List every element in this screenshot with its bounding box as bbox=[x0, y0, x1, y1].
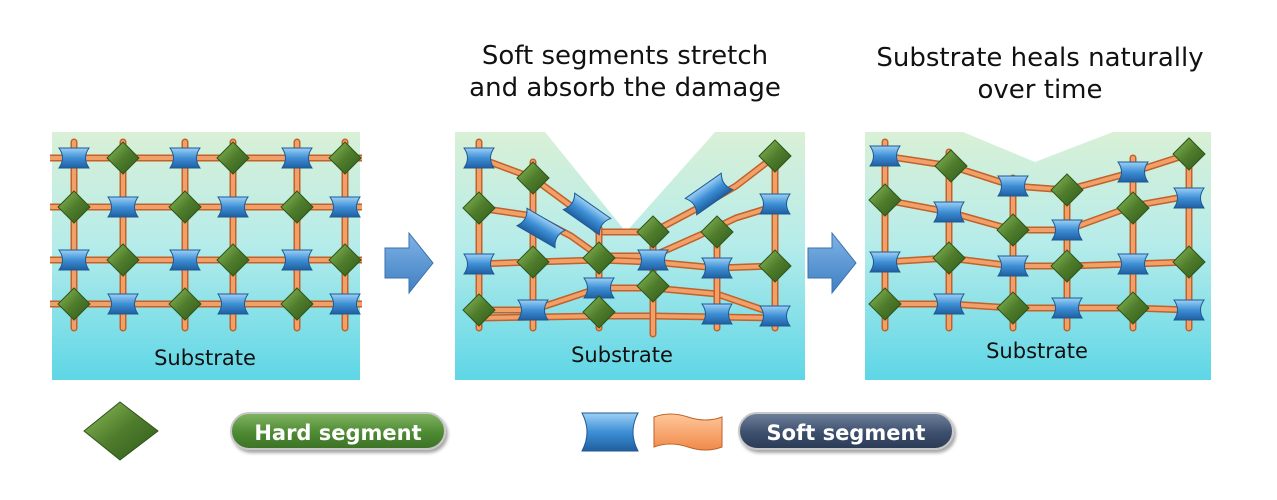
soft-segment-block bbox=[281, 147, 313, 169]
soft-segment-block bbox=[463, 147, 495, 169]
hard-segment-diamond bbox=[168, 287, 202, 321]
hard-segment-diamond bbox=[168, 190, 202, 224]
soft-segment-block bbox=[169, 147, 201, 169]
soft-segment-block bbox=[933, 201, 965, 223]
caption-heal-line-1: Substrate heals naturally bbox=[876, 43, 1204, 73]
hard-segment-diamond bbox=[636, 269, 670, 303]
soft-segment-label: Soft segment bbox=[738, 412, 954, 450]
panel-healed bbox=[865, 132, 1211, 380]
hard-segment-diamond bbox=[280, 287, 314, 321]
hard-segment-diamond bbox=[1172, 137, 1206, 171]
hard-segment-diamond bbox=[700, 215, 734, 249]
soft-segment-block bbox=[684, 172, 734, 216]
soft-segment-block bbox=[58, 249, 90, 271]
soft-segment-block bbox=[583, 277, 615, 299]
hard-segment-diamond bbox=[83, 401, 159, 461]
hard-segment-diamond bbox=[216, 141, 250, 175]
soft-segment-block bbox=[58, 147, 90, 169]
arrow-right-icon bbox=[384, 231, 434, 295]
soft-segment-block bbox=[701, 303, 733, 325]
caption-stretch-line-2: and absorb the damage bbox=[469, 73, 781, 103]
hard-segment-diamond bbox=[1050, 249, 1084, 283]
hard-segment-diamond bbox=[868, 183, 902, 217]
soft-segment-block bbox=[701, 257, 733, 279]
soft-segment-block bbox=[1173, 187, 1205, 209]
hard-segment-diamond bbox=[216, 243, 250, 277]
caption-stretch: Soft segments stretch and absorb the dam… bbox=[440, 40, 810, 104]
hard-segment-diamond bbox=[996, 213, 1030, 247]
soft-segment-block bbox=[581, 412, 639, 452]
hard-segment-diamond bbox=[582, 295, 616, 329]
soft-segment-block bbox=[217, 196, 249, 218]
hard-segment-diamond-icon bbox=[83, 401, 159, 461]
hard-segment-diamond bbox=[462, 191, 496, 225]
soft-segment-block bbox=[933, 293, 965, 315]
hard-segment-diamond bbox=[1172, 245, 1206, 279]
hard-segment-diamond bbox=[758, 139, 792, 173]
hard-segment-diamond bbox=[328, 243, 362, 277]
soft-segment-block bbox=[515, 207, 567, 249]
hard-segment-diamond bbox=[516, 161, 550, 195]
soft-segment-block bbox=[997, 255, 1029, 277]
soft-segment-block bbox=[869, 251, 901, 273]
soft-segment-block bbox=[1173, 299, 1205, 321]
hard-segment-diamond bbox=[758, 249, 792, 283]
soft-segment-chain bbox=[653, 413, 723, 451]
hard-segment-diamond bbox=[516, 245, 550, 279]
soft-segment-block bbox=[217, 293, 249, 315]
soft-segment-block bbox=[869, 145, 901, 167]
hard-segment-diamond bbox=[462, 293, 496, 327]
hard-segment-diamond bbox=[996, 291, 1030, 325]
panel-intact bbox=[50, 132, 362, 380]
hard-segment-diamond bbox=[280, 190, 314, 224]
hard-segment-diamond bbox=[57, 287, 91, 321]
soft-segment-block bbox=[329, 196, 361, 218]
hard-segment-label: Hard segment bbox=[230, 412, 446, 450]
soft-segment-block bbox=[107, 196, 139, 218]
soft-segment-block bbox=[1117, 161, 1149, 183]
soft-segment-block bbox=[1051, 219, 1083, 241]
hard-segment-diamond bbox=[328, 141, 362, 175]
soft-segment-block bbox=[562, 192, 612, 236]
soft-segment-block bbox=[1117, 253, 1149, 275]
soft-segment-block bbox=[759, 305, 791, 327]
soft-segment-chain-icon bbox=[653, 413, 723, 451]
hard-segment-diamond bbox=[582, 241, 616, 275]
caption-heal: Substrate heals naturally over time bbox=[855, 42, 1225, 106]
soft-segment-block bbox=[463, 253, 495, 275]
substrate-intact bbox=[52, 132, 360, 380]
hard-segment-diamond bbox=[636, 215, 670, 249]
substrate-label-damaged: Substrate bbox=[571, 343, 673, 367]
hard-segment-diamond bbox=[1116, 191, 1150, 225]
arrow-right-icon bbox=[807, 231, 857, 295]
hard-segment-diamond bbox=[57, 190, 91, 224]
hard-segment-diamond bbox=[868, 287, 902, 321]
panel-damaged bbox=[455, 132, 805, 380]
substrate-label-intact: Substrate bbox=[154, 346, 256, 370]
soft-segment-block bbox=[107, 293, 139, 315]
soft-segment-block bbox=[517, 299, 549, 321]
caption-stretch-line-1: Soft segments stretch bbox=[481, 41, 769, 71]
soft-segment-block bbox=[281, 249, 313, 271]
caption-heal-line-2: over time bbox=[977, 75, 1103, 105]
soft-segment-block bbox=[759, 193, 791, 215]
soft-segment-block bbox=[169, 249, 201, 271]
hard-segment-diamond bbox=[932, 241, 966, 275]
hard-segment-diamond bbox=[1050, 173, 1084, 207]
substrate-label-healed: Substrate bbox=[986, 339, 1088, 363]
soft-segment-block bbox=[997, 175, 1029, 197]
soft-segment-block bbox=[1051, 297, 1083, 319]
hard-segment-diamond bbox=[934, 149, 968, 183]
soft-segment-block-icon bbox=[581, 412, 639, 452]
hard-segment-diamond bbox=[1116, 291, 1150, 325]
hard-segment-diamond bbox=[106, 141, 140, 175]
soft-segment-block bbox=[637, 249, 669, 271]
soft-segment-block bbox=[329, 293, 361, 315]
hard-segment-diamond bbox=[106, 243, 140, 277]
